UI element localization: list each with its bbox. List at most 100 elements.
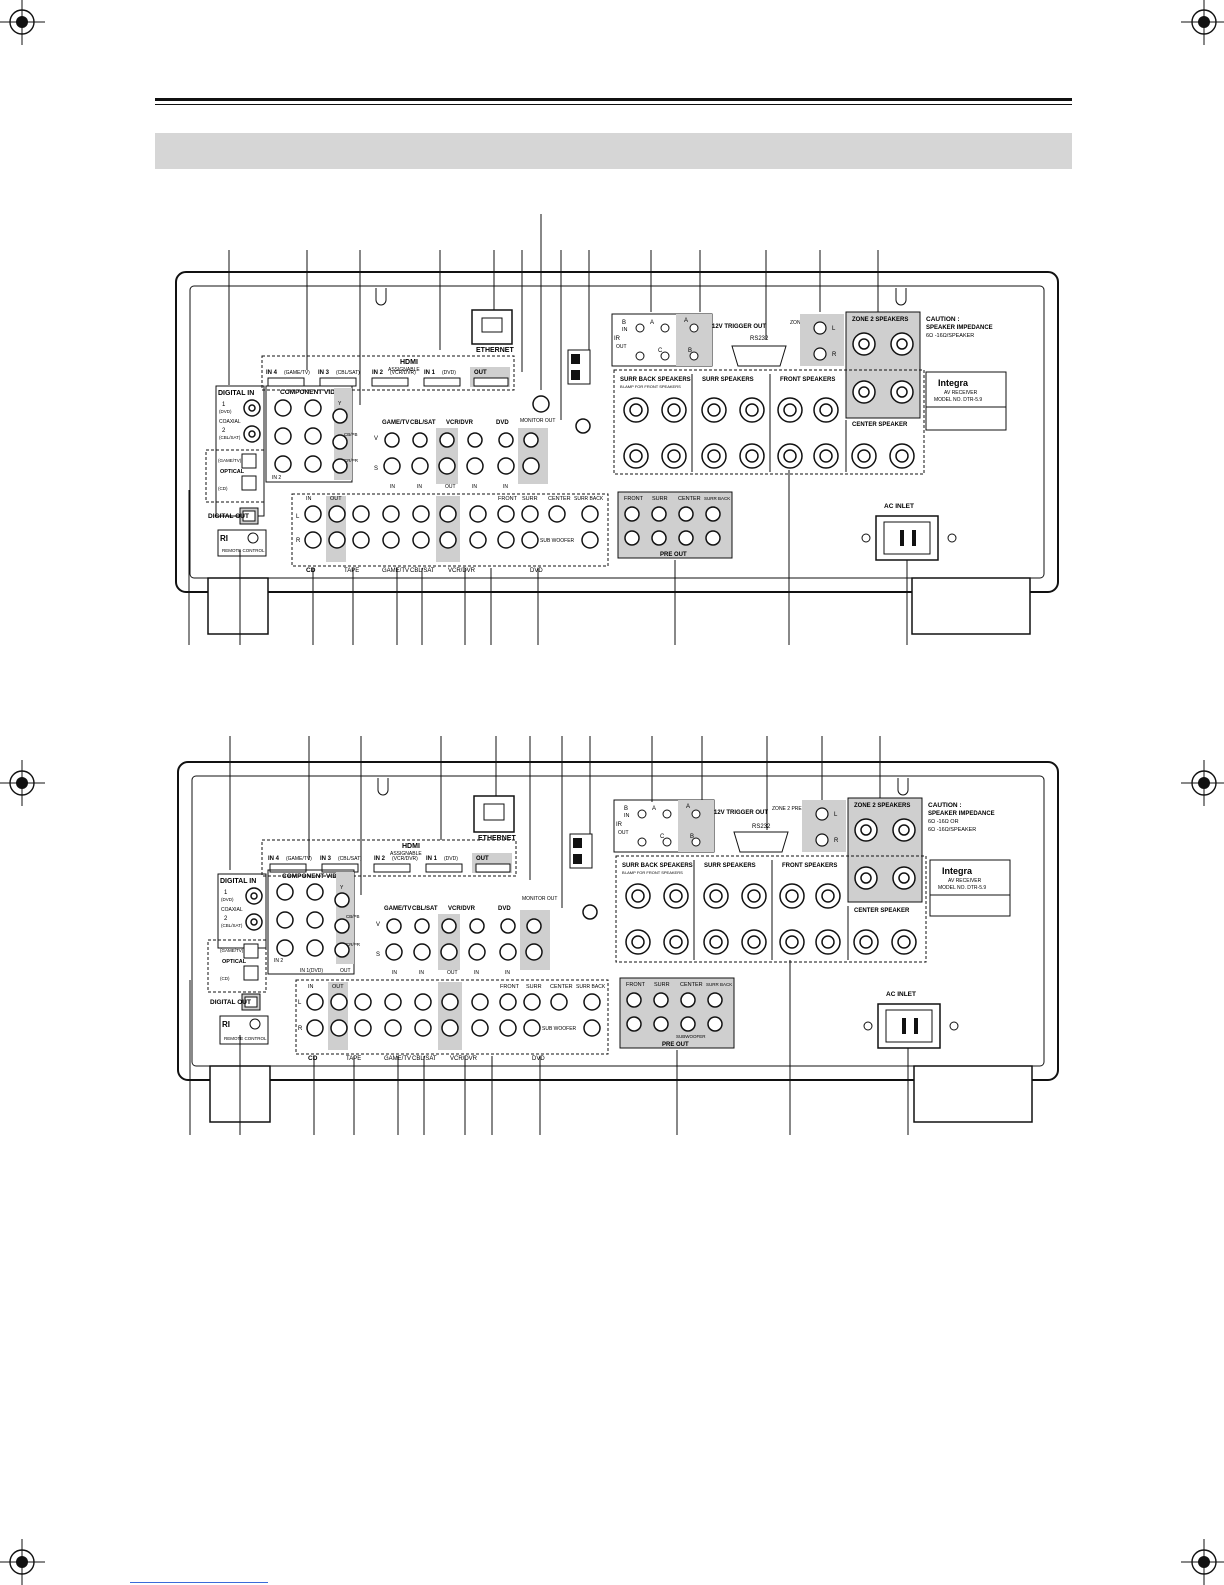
analog-audio-group: [291, 493, 609, 567]
component-crpr-label: CR/PR: [346, 942, 361, 947]
speaker-binding-posts: [625, 883, 917, 955]
ac-inlet-label: AC INLET: [886, 991, 916, 998]
ethernet-label: ETHERNET: [476, 347, 514, 354]
hdmi-in1-label: IN 1: [424, 370, 436, 376]
model-plate: [929, 859, 1011, 917]
component-video-label: COMPONENT VIDEO: [282, 873, 346, 880]
game-tv-label: GAME/TV: [384, 906, 411, 912]
coaxial-label: COAXIAL: [221, 907, 243, 913]
pre-out-front-label: FRONT: [626, 982, 646, 988]
audio-l-label: L: [296, 514, 300, 520]
caution-label: CAUTION :: [928, 802, 962, 809]
digital-group: [217, 873, 267, 949]
remote-control-box: [217, 529, 267, 557]
ac-inlet: [877, 1003, 941, 1049]
caution-range-label-2: 6Ω -16Ω/SPEAKER: [928, 827, 976, 833]
speaker-binding-posts: [623, 397, 915, 469]
pre-out-group: [619, 977, 735, 1049]
hdmi-assignable-label: ASSIGNABLE: [388, 367, 420, 373]
hdmi-in2-sub: (VCR/DVR): [390, 370, 416, 376]
hdmi-group: [261, 839, 517, 877]
ir-in-label: IN: [622, 327, 628, 333]
optical-1-sub: (GAME/TV): [218, 458, 242, 463]
audio-r-label: R: [296, 538, 301, 544]
optical-1-sub: (GAME/TV): [220, 948, 244, 953]
monitor-out-label: MONITOR OUT: [522, 896, 557, 902]
surr-speakers-label: SURR SPEAKERS: [702, 377, 754, 383]
trigger-label: 12V TRIGGER OUT: [712, 324, 766, 330]
rear-panel-diagram-bottom: ETHERNET HDMI ASSIGNABLE IN 4 (GAME/TV) …: [177, 736, 1059, 1135]
zone2-l-label: L: [834, 812, 838, 818]
ir-label: IR: [616, 822, 623, 828]
component-video-label: COMPONENT VIDEO: [280, 389, 344, 396]
rs232-label: RS232: [750, 336, 769, 342]
registration-mark-icon: [1181, 1539, 1224, 1585]
analog-audio-jacks: [306, 993, 601, 1037]
audio-surr-label: SURR: [526, 984, 542, 990]
cbl-sat-bottom-label: CBL/SAT: [410, 568, 435, 574]
zone2-speakers-label: ZONE 2 SPEAKERS: [852, 317, 908, 323]
ac-inlet: [875, 515, 939, 561]
front-speakers-label: FRONT SPEAKERS: [780, 377, 835, 383]
svideo-in-label: IN: [505, 970, 510, 976]
pre-out-surr-label: SURR: [654, 982, 670, 988]
remote-control-jack: [247, 532, 259, 544]
ir-a-label: A: [652, 806, 656, 812]
rs232-port: [731, 345, 787, 367]
trigger-b-label: B: [690, 834, 694, 840]
ir-out-label: OUT: [616, 344, 627, 350]
cd-label: CD: [308, 1055, 318, 1062]
analog-audio-group: [295, 979, 609, 1055]
svideo-out-label: OUT: [445, 484, 456, 490]
digital-out-label: DIGITAL OUT: [208, 513, 249, 520]
pre-out-surr-back-label: SURR BACK: [706, 982, 732, 987]
game-tv-bottom-label: GAME/TV: [384, 1056, 411, 1062]
pre-out-group: [617, 491, 733, 559]
zone2-pre-out-jacks: [813, 321, 827, 361]
video-jacks: [385, 918, 543, 961]
game-tv-label: GAME/TV: [382, 420, 409, 426]
component-in2-label: IN 2: [274, 958, 283, 964]
trigger-label: 12V TRIGGER OUT: [714, 810, 768, 816]
hdmi-out-label: OUT: [474, 370, 487, 376]
component-video-jacks: [274, 399, 348, 474]
ir-trigger-jacks: [635, 323, 699, 361]
surr-back-speakers-sub: BI-AMP FOR FRONT SPEAKERS: [622, 870, 683, 875]
svideo-in-label: IN: [417, 484, 422, 490]
registration-mark-icon: [0, 760, 45, 806]
pre-out-jacks: [624, 506, 721, 546]
monitor-out-label: MONITOR OUT: [520, 418, 555, 424]
hdmi-label: HDMI: [400, 359, 418, 366]
optical-label: OPTICAL: [222, 959, 247, 965]
audio-out-label: OUT: [330, 496, 342, 502]
pre-out-surr-label: SURR: [652, 496, 668, 502]
digital-in-label: DIGITAL IN: [220, 878, 256, 885]
component-in2-label: IN 2: [272, 475, 281, 481]
audio-l-label: L: [298, 1000, 302, 1006]
speaker-terminals-group: [615, 855, 927, 963]
remote-control-label: REMOTE CONTROL: [224, 1036, 267, 1041]
model-label-2: MODEL NO. DTR-5.9: [934, 397, 982, 403]
surr-back-speakers-label: SURR BACK SPEAKERS: [622, 863, 693, 869]
coaxial-2-label: 2: [222, 428, 226, 434]
zone2-pre-out-label: ZONE 2 PRE OUT: [772, 806, 814, 812]
hdmi-in1-sub: (DVD): [444, 856, 458, 862]
zone2-r-label: R: [834, 838, 839, 844]
svideo-in-label: IN: [392, 970, 397, 976]
video-v-label: V: [374, 436, 378, 442]
ethernet-port: [473, 795, 515, 833]
analog-audio-jacks: [304, 505, 599, 549]
coaxial-1-sub: (DVD): [221, 897, 234, 902]
coaxial-2-label: 2: [224, 916, 228, 922]
hdmi-in1-label: IN 1: [426, 856, 438, 862]
registration-mark-icon: [1181, 0, 1224, 45]
component-video-jacks: [276, 883, 350, 958]
audio-surr-label: SURR: [522, 496, 538, 502]
ethernet-label: ETHERNET: [478, 835, 516, 842]
dvd-label: DVD: [498, 906, 511, 912]
brand-logo: Integra: [938, 378, 969, 388]
pre-out-front-label: FRONT: [624, 496, 644, 502]
ac-inlet-label: AC INLET: [884, 503, 914, 510]
optical-2-sub: (CD): [220, 976, 230, 981]
component-crpr-label: CR/PR: [344, 458, 359, 463]
